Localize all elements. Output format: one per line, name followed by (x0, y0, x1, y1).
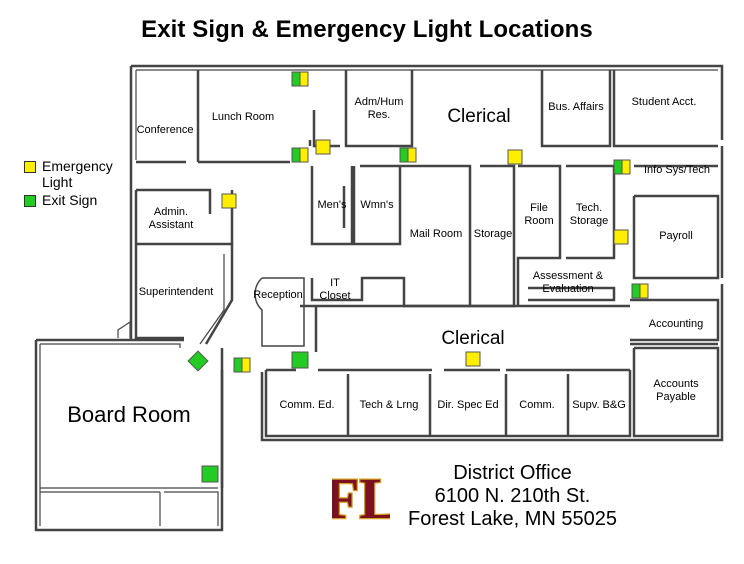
fl-logo-icon: FL (332, 465, 390, 530)
svg-text:FL: FL (332, 466, 390, 530)
room-clerical-bottom: Clerical (441, 328, 505, 349)
legend: Emergency Light Exit Sign (24, 158, 122, 210)
legend-item-emergency-light: Emergency Light (24, 158, 122, 190)
room-wmns: Wmn's (360, 199, 394, 211)
room-dir-spec-ed: Dir. Spec Ed (437, 399, 499, 411)
room-board-room: Board Room (67, 402, 191, 427)
room-lunch-room: Lunch Room (211, 111, 275, 123)
room-tech-lrng: Tech & Lrng (359, 399, 419, 411)
room-adm-hum-res: Adm/Hum Res. (354, 96, 404, 121)
room-tech-storage: Tech. Storage (569, 202, 609, 227)
room-superintendent: Superintendent (138, 286, 214, 298)
room-bus-affairs: Bus. Affairs (548, 101, 604, 113)
room-accounting: Accounting (648, 318, 704, 330)
page-title: Exit Sign & Emergency Light Locations (141, 16, 593, 43)
room-comm: Comm. (519, 399, 555, 411)
address-line-2: 6100 N. 210th St. (434, 485, 591, 507)
room-it-closet: IT Closet (319, 277, 351, 302)
exit-sign-swatch-icon (24, 195, 36, 207)
room-conference: Conference (136, 124, 194, 136)
room-supv-bg: Supv. B&G (572, 399, 626, 411)
room-student-acct: Student Acct. (631, 96, 697, 108)
legend-item-exit-sign: Exit Sign (24, 192, 122, 208)
room-mens: Men's (317, 199, 347, 211)
emergency-light-swatch-icon (24, 161, 36, 173)
address-line-1: District Office (453, 462, 572, 484)
room-file-room: File Room (524, 202, 554, 227)
room-clerical-top: Clerical (447, 106, 511, 127)
address-line-3: Forest Lake, MN 55025 (408, 508, 617, 530)
room-payroll: Payroll (659, 230, 693, 242)
room-mail-room: Mail Room (409, 228, 463, 240)
room-assessment-evaluation: Assessment & Evaluation (532, 270, 604, 295)
room-comm-ed: Comm. Ed. (279, 399, 335, 411)
room-admin-assistant: Admin. Assistant (148, 206, 194, 231)
address-block: District Office 6100 N. 210th St. Forest… (408, 462, 617, 531)
room-storage: Storage (473, 228, 513, 240)
room-reception: Reception (253, 289, 303, 301)
room-info-sys-tech: Info Sys/Tech (643, 164, 711, 176)
room-accounts-payable: Accounts Payable (653, 378, 699, 403)
